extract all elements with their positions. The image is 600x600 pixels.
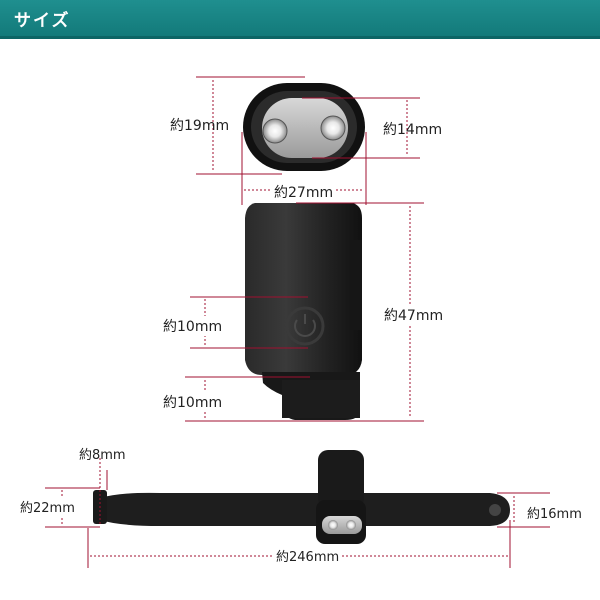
power-button-icon (285, 306, 325, 346)
dim-band-width: 約16mm (527, 503, 582, 522)
dim-band-length: 約246mm (273, 546, 343, 565)
dimension-lines (45, 76, 550, 568)
led-right (320, 115, 346, 141)
section-header: サイズ (0, 0, 600, 39)
dim-lens-height: 約14mm (383, 122, 443, 138)
dim-head-height: 約19mm (170, 118, 230, 134)
dim-button-section: 約10mm (163, 316, 223, 336)
dim-band-thickness: 約8mm (79, 448, 126, 463)
led-left (262, 118, 288, 144)
dim-body-height: 約47mm (384, 305, 444, 325)
dim-base-section: 約10mm (163, 392, 223, 412)
dim-head-width: 約27mm (272, 182, 336, 202)
light-body-side-view (245, 203, 362, 420)
light-head-front-view (243, 83, 365, 171)
headband-light-unit (316, 450, 366, 544)
section-title: サイズ (14, 11, 71, 31)
headband-view (93, 450, 510, 544)
dim-band-edge-height: 約22mm (20, 497, 75, 516)
led-lens-icon (262, 98, 348, 158)
